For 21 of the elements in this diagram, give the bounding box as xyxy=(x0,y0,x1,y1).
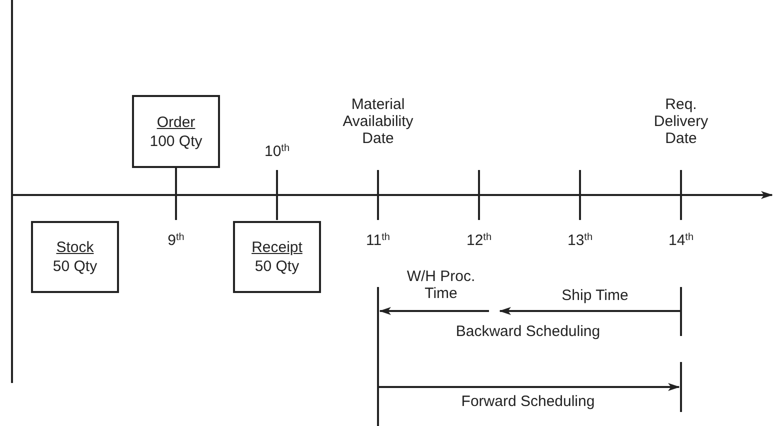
day-label: 12$^{th}$ xyxy=(466,232,492,249)
event-box xyxy=(132,95,220,168)
day-label: 11$^{th}$ xyxy=(366,232,390,249)
box-heading: Order xyxy=(156,112,196,132)
day-label: 10$^{th}$ xyxy=(264,143,290,160)
day-label: 9$^{th}$ xyxy=(168,232,184,249)
scheduling-label: Forward Scheduling xyxy=(461,393,595,410)
quantity-text: 50 Qty xyxy=(254,257,300,276)
duration-label: Ship Time xyxy=(562,287,628,304)
event-box xyxy=(31,221,119,293)
date-label: Req. Delivery Date xyxy=(652,96,710,147)
quantity-text: 50 Qty xyxy=(52,257,98,276)
box-heading: Receipt xyxy=(252,238,302,257)
event-box xyxy=(233,221,321,293)
date-label: Material Availability Date xyxy=(342,96,414,147)
box-heading: Stock xyxy=(56,238,94,257)
day-label: 13$^{th}$ xyxy=(567,232,593,249)
scheduling-label: Backward Scheduling xyxy=(456,323,600,340)
duration-label: W/H Proc. Time xyxy=(406,268,476,302)
day-label: 14$^{th}$ xyxy=(668,232,694,249)
quantity-text: 100 Qty xyxy=(150,132,202,150)
